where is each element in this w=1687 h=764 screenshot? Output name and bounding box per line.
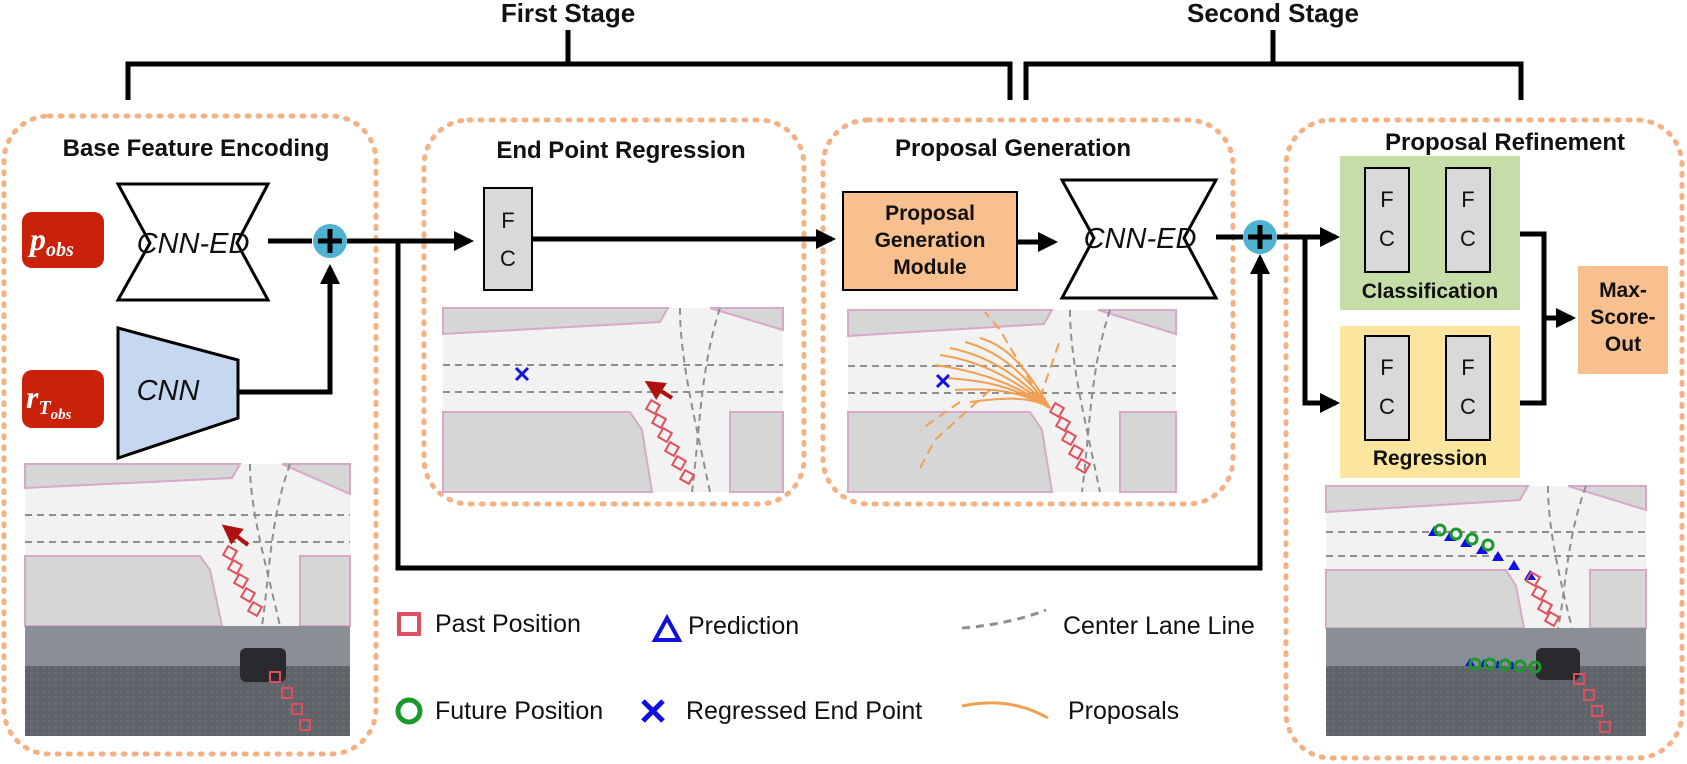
svg-text:Max-: Max-	[1599, 279, 1647, 302]
svg-text:Score-: Score-	[1590, 306, 1655, 329]
classification-block: F C F C Classification	[1340, 156, 1520, 310]
regression-block: F C F C Regression	[1340, 326, 1520, 478]
legend-past-position: Past Position	[435, 610, 581, 638]
second-stage-label: Second Stage	[1187, 0, 1359, 28]
svg-text:C: C	[1379, 226, 1395, 251]
map-thumbnail-refinement	[1325, 485, 1647, 736]
fc-block-endpoint: F C	[483, 187, 533, 291]
svg-text:rTobs: rTobs	[26, 379, 72, 423]
svg-text:F: F	[1380, 187, 1393, 212]
panel-title-endpoint: End Point Regression	[496, 137, 745, 164]
future-position-marker	[395, 697, 423, 725]
second-stage-bracket: Second Stage	[1023, 0, 1524, 100]
first-stage-bracket: First Stage	[125, 0, 1013, 100]
input-p-obs: pobs	[22, 212, 104, 268]
input-r-tobs: rTobs	[22, 370, 104, 428]
proposals-marker	[961, 701, 1049, 720]
panel-proposal-generation	[820, 117, 1236, 507]
legend-future-position: Future Position	[435, 697, 603, 725]
panel-proposal-refinement	[1283, 117, 1685, 761]
regressed-end-point-marker	[641, 699, 665, 723]
svg-text:C: C	[500, 246, 516, 271]
svg-text:CNN-ED: CNN-ED	[1084, 223, 1197, 255]
proposal-generation-module: Proposal Generation Module	[842, 191, 1018, 291]
svg-text:F: F	[1461, 355, 1474, 380]
past-position-marker	[397, 612, 421, 636]
max-score-out-block: Max- Score- Out	[1578, 266, 1668, 374]
svg-text:Out: Out	[1605, 333, 1641, 356]
panel-title-base: Base Feature Encoding	[63, 135, 330, 162]
plus-node-1	[313, 224, 347, 258]
svg-text:pobs: pobs	[27, 221, 74, 261]
legend-regressed-end-point: Regressed End Point	[686, 697, 922, 725]
legend-center-lane: Center Lane Line	[1063, 612, 1255, 640]
svg-text:F: F	[1461, 187, 1474, 212]
classification-label: Classification	[1362, 280, 1499, 303]
first-stage-label: First Stage	[501, 0, 635, 28]
map-thumbnail-base	[24, 463, 351, 736]
plus-node-2	[1243, 220, 1277, 254]
svg-text:F: F	[501, 208, 514, 233]
legend-proposals: Proposals	[1068, 697, 1179, 725]
cnn-ed-block-2: CNN-ED	[1059, 178, 1219, 300]
svg-text:CNN: CNN	[137, 375, 200, 407]
svg-text:Generation: Generation	[875, 229, 986, 252]
panel-title-proposal: Proposal Generation	[895, 135, 1131, 162]
svg-text:C: C	[1460, 394, 1476, 419]
svg-text:C: C	[1379, 394, 1395, 419]
svg-text:C: C	[1460, 226, 1476, 251]
cnn-ed-block-1: CNN-ED	[115, 182, 271, 302]
cnn-block: CNN	[116, 326, 240, 461]
regression-label: Regression	[1373, 447, 1487, 470]
svg-text:Module: Module	[893, 256, 967, 279]
map-thumbnail-proposals	[847, 309, 1177, 493]
panel-base-feature-encoding	[1, 113, 379, 757]
svg-text:F: F	[1380, 355, 1393, 380]
legend-prediction: Prediction	[688, 612, 799, 640]
center-lane-marker	[961, 608, 1047, 630]
prediction-marker	[651, 613, 683, 642]
panel-end-point-regression	[421, 117, 807, 507]
panel-title-refine: Proposal Refinement	[1385, 129, 1625, 156]
map-thumbnail-endpoint	[442, 307, 784, 493]
svg-text:CNN-ED: CNN-ED	[137, 228, 250, 260]
legend: Past Position Prediction Center Lane Lin…	[395, 608, 1255, 725]
svg-text:Proposal: Proposal	[885, 202, 975, 225]
